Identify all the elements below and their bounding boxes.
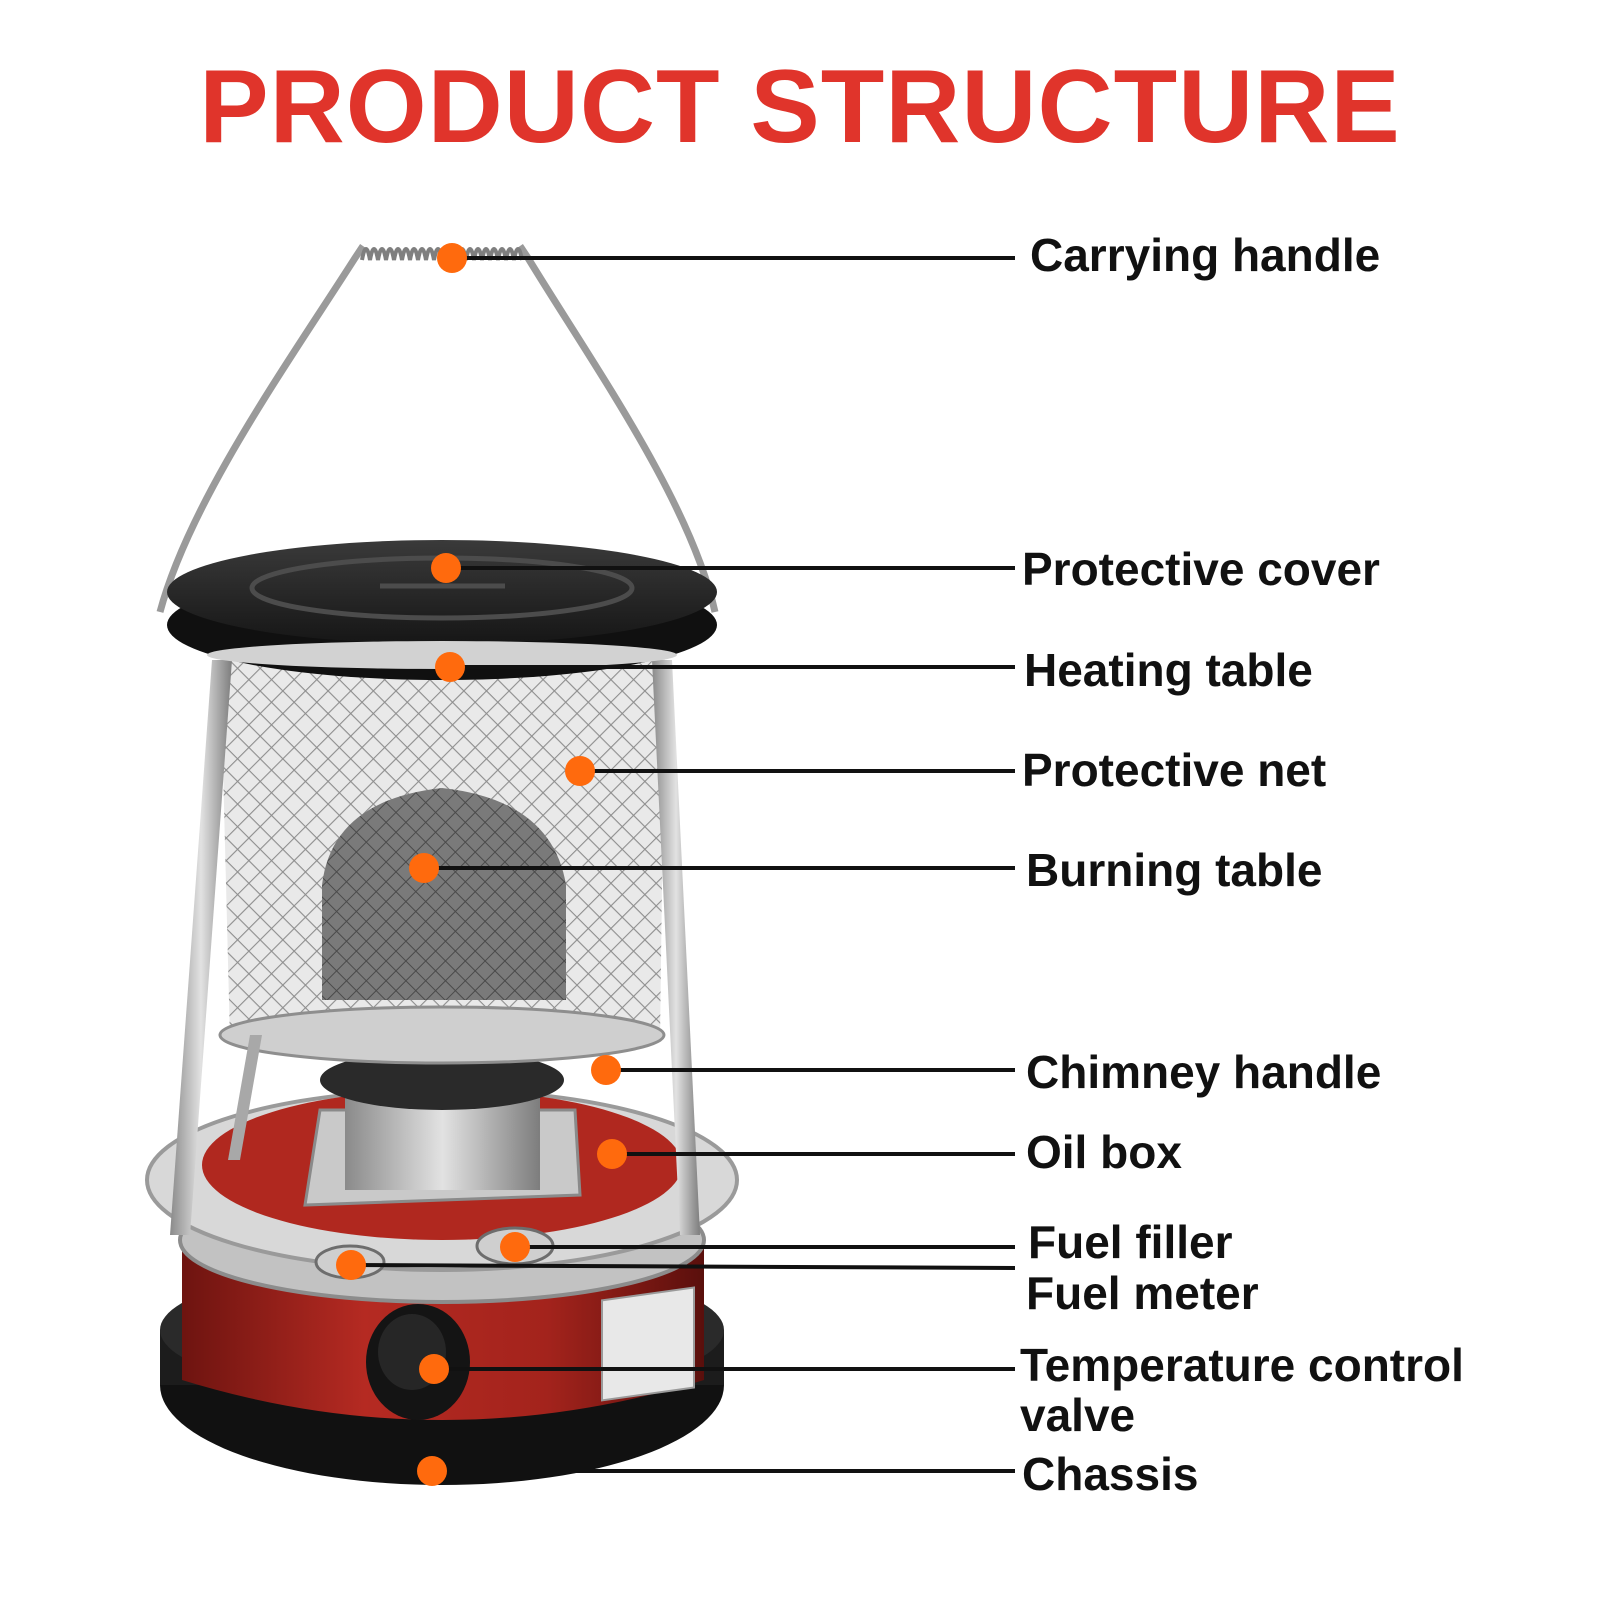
- protective-net-marker: [565, 756, 595, 786]
- fuel-meter-marker: [336, 1250, 366, 1280]
- heating-table-marker: [435, 652, 465, 682]
- label-fuel-filler: Fuel filler: [1028, 1216, 1233, 1268]
- temperature-control-valve-marker: [419, 1354, 449, 1384]
- chimney-handle-marker: [591, 1055, 621, 1085]
- callout-layer: [336, 243, 1016, 1486]
- chassis-marker: [417, 1456, 447, 1486]
- frame-posts: [170, 660, 700, 1235]
- protective-cover-marker: [431, 553, 461, 583]
- label-chimney-handle: Chimney handle: [1026, 1046, 1382, 1098]
- fuel-meter-leader-line: [350, 1263, 1016, 1270]
- carrying-handle-marker: [437, 243, 467, 273]
- fuel-filler-marker: [500, 1232, 530, 1262]
- label-temperature-control-valve: Temperature control valve: [1020, 1339, 1464, 1441]
- oil-box-marker: [597, 1139, 627, 1169]
- label-chassis: Chassis: [1022, 1448, 1199, 1500]
- burning-table-marker: [409, 853, 439, 883]
- mesh-chamber: [218, 650, 666, 1065]
- label-protective-cover: Protective cover: [1022, 543, 1380, 595]
- label-burning-table: Burning table: [1026, 844, 1323, 896]
- page-title: PRODUCT STRUCTURE: [199, 49, 1401, 165]
- temperature-knob: [366, 1304, 470, 1420]
- label-carrying-handle: Carrying handle: [1030, 229, 1381, 281]
- label-oil-box: Oil box: [1026, 1126, 1182, 1178]
- label-protective-net: Protective net: [1022, 744, 1327, 796]
- label-heating-table: Heating table: [1024, 644, 1313, 696]
- label-fuel-meter: Fuel meter: [1026, 1267, 1259, 1319]
